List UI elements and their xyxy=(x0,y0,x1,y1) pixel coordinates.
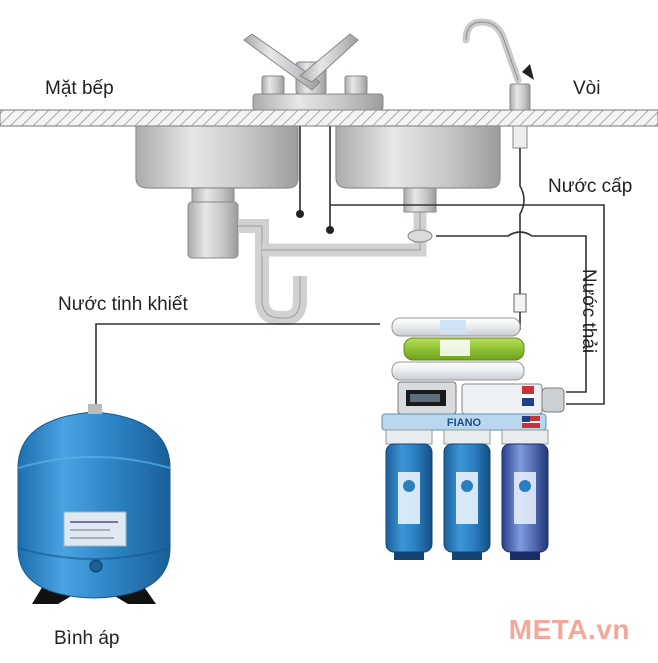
drain-assembly xyxy=(187,187,437,325)
label-pure-water: Nước tinh khiết xyxy=(58,294,188,315)
label-countertop: Mặt bếp xyxy=(45,78,114,99)
sink-basin-left xyxy=(135,125,299,189)
ro-purifier xyxy=(381,317,565,560)
purifier-brand: FIANO xyxy=(447,417,482,429)
pressure-tank xyxy=(17,404,171,604)
watermark: META.vn xyxy=(508,614,630,645)
label-waste-water: Nước thải xyxy=(578,268,599,354)
label-feed-water: Nước cấp xyxy=(548,176,633,197)
label-faucet: Vòi xyxy=(573,78,601,99)
sink-basin-right xyxy=(335,125,501,189)
label-pressure-tank: Bình áp xyxy=(54,628,120,649)
sink-faucet xyxy=(243,33,384,111)
countertop xyxy=(0,109,658,127)
